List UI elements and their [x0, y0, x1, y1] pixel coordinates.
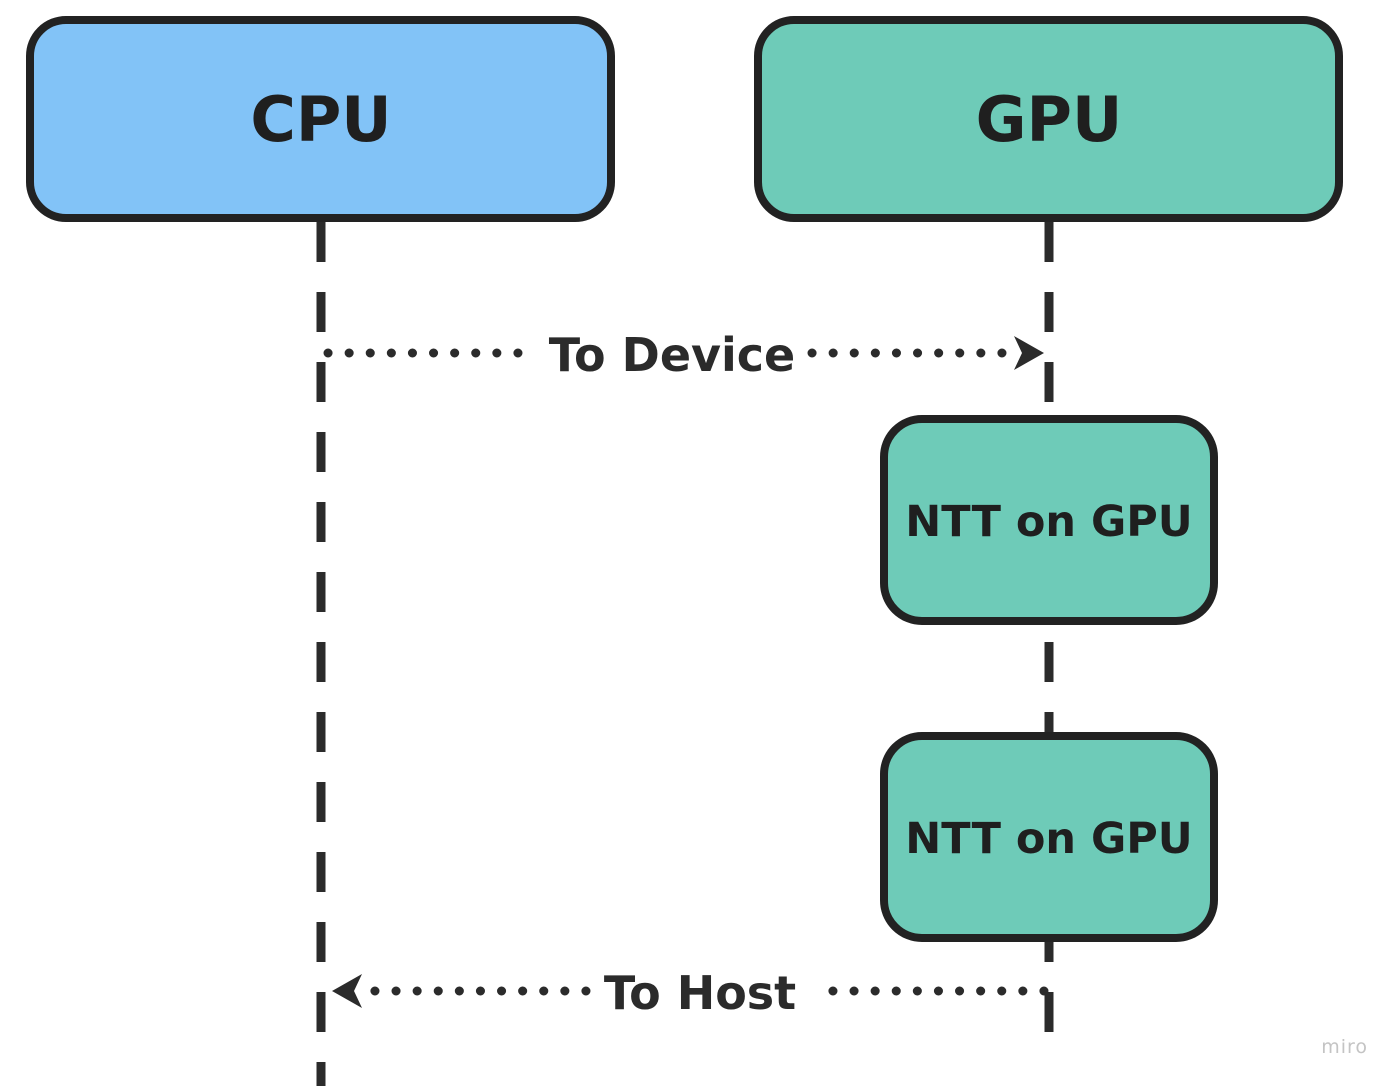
to-device-arrowhead-icon: [1014, 336, 1044, 370]
to-host-arrowhead-icon: [332, 974, 362, 1008]
to-host-message[interactable]: To Host: [332, 966, 1049, 1020]
gpu-actor-shape: [754, 16, 1343, 222]
ntt-step-shape-2: [880, 732, 1218, 942]
to-device-message[interactable]: To Device: [323, 328, 1044, 382]
ntt-step-shape-1: [880, 415, 1218, 625]
ntt-step-box-1[interactable]: NTT on GPU: [880, 415, 1218, 625]
cpu-actor-shape: [26, 16, 615, 222]
to-device-label: To Device: [549, 328, 796, 382]
gpu-actor-label: GPU: [976, 83, 1123, 156]
miro-watermark: miro: [1321, 1036, 1368, 1058]
cpu-actor-box[interactable]: CPU: [26, 16, 615, 222]
ntt-step-box-2[interactable]: NTT on GPU: [880, 732, 1218, 942]
gpu-actor-box[interactable]: GPU: [754, 16, 1343, 222]
ntt-step-label-1: NTT on GPU: [905, 497, 1192, 547]
cpu-actor-label: CPU: [250, 83, 391, 156]
to-host-label: To Host: [604, 966, 796, 1020]
ntt-step-label-2: NTT on GPU: [905, 814, 1192, 864]
